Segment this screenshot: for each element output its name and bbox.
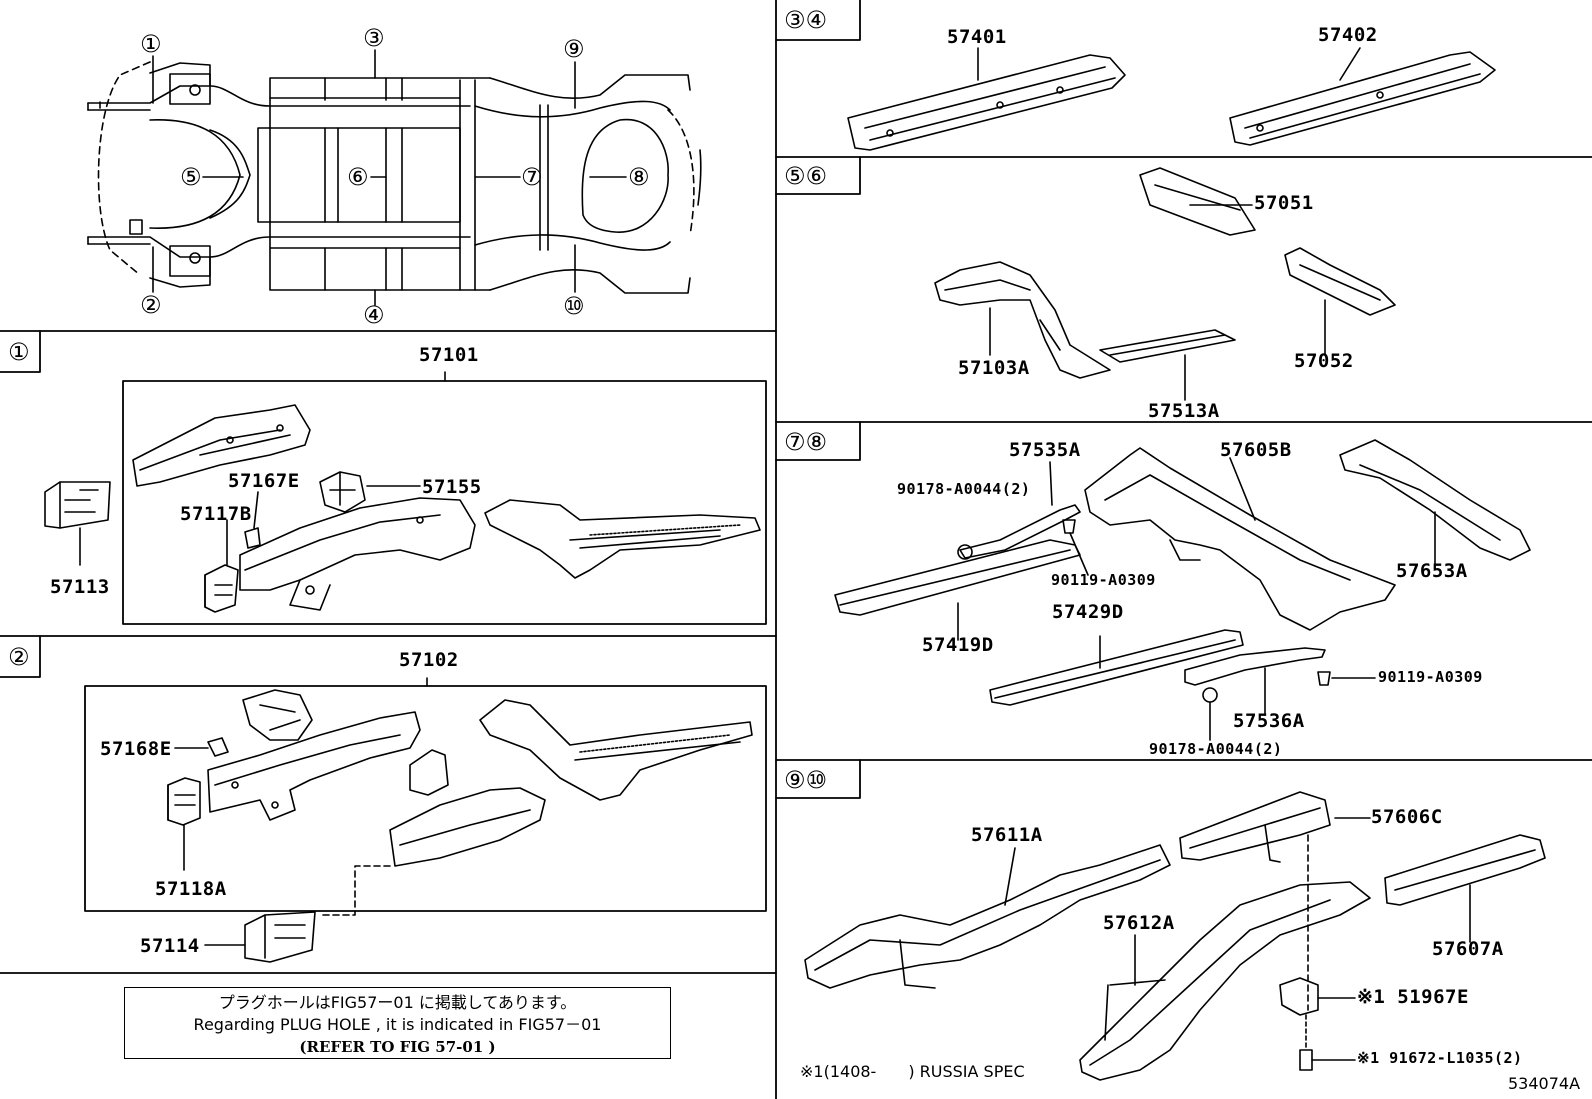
part-57117B[interactable]: 57117B [180, 503, 252, 525]
section-label-56: ⑤⑥ [784, 162, 828, 190]
notice-english: Regarding PLUG HOLE , it is indicated in… [193, 1015, 602, 1034]
marker-5: ⑤ [180, 163, 202, 191]
part-57536A[interactable]: 57536A [1233, 710, 1305, 732]
part-57653A[interactable]: 57653A [1396, 560, 1468, 582]
section-label-34: ③④ [784, 6, 828, 34]
section78-parts [834, 439, 1531, 741]
part-57419D[interactable]: 57419D [922, 634, 994, 656]
marker-9: ⑨ [563, 35, 585, 63]
part-90119-A0309-lower[interactable]: 90119-A0309 [1378, 668, 1483, 686]
section-label-78: ⑦⑧ [784, 428, 828, 456]
part-57513A[interactable]: 57513A [1148, 400, 1220, 422]
part-57103A[interactable]: 57103A [958, 357, 1030, 379]
part-90119-A0309-upper[interactable]: 90119-A0309 [1051, 571, 1156, 589]
plug-hole-notice: プラグホールはFIG57ー01 に掲載してあります。 Regarding PLU… [124, 987, 671, 1059]
part-91672-L1035[interactable]: ※1 91672-L1035(2) [1357, 1049, 1523, 1067]
marker-7: ⑦ [521, 163, 543, 191]
section34-parts [847, 47, 1496, 151]
notice-reference: (REFER TO FIG 57-01 ) [299, 1038, 496, 1056]
part-57429D[interactable]: 57429D [1052, 601, 1124, 623]
part-57114[interactable]: 57114 [140, 935, 200, 957]
marker-2: ② [140, 291, 162, 319]
part-57155[interactable]: 57155 [422, 476, 482, 498]
section56-parts [934, 167, 1396, 401]
part-57051[interactable]: 57051 [1254, 192, 1314, 214]
part-57118A[interactable]: 57118A [155, 878, 227, 900]
part-57605B[interactable]: 57605B [1220, 439, 1292, 461]
part-57102[interactable]: 57102 [399, 649, 459, 671]
section-label-910: ⑨⑩ [784, 766, 828, 794]
marker-6: ⑥ [347, 163, 369, 191]
part-57607A[interactable]: 57607A [1432, 938, 1504, 960]
section1-parts [44, 371, 761, 613]
part-57113[interactable]: 57113 [50, 576, 110, 598]
part-57612A[interactable]: 57612A [1103, 912, 1175, 934]
marker-4: ④ [363, 301, 385, 329]
notice-japanese: プラグホールはFIG57ー01 に掲載してあります。 [218, 993, 577, 1012]
marker-10: ⑩ [563, 292, 585, 320]
section-label-1: ① [8, 338, 30, 366]
part-57402[interactable]: 57402 [1318, 24, 1378, 46]
russia-spec-footnote: ※1(1408- ) RUSSIA SPEC [800, 1062, 1025, 1081]
part-57606C[interactable]: 57606C [1371, 806, 1443, 828]
part-57101[interactable]: 57101 [419, 344, 479, 366]
underbody-overview [87, 49, 702, 306]
part-57167E[interactable]: 57167E [228, 470, 300, 492]
part-57611A[interactable]: 57611A [971, 824, 1043, 846]
marker-3: ③ [363, 24, 385, 52]
section910-parts [804, 791, 1546, 1081]
part-90178-A0044-upper[interactable]: 90178-A0044(2) [897, 480, 1031, 498]
figure-id: 534074A [1508, 1074, 1581, 1093]
part-57052[interactable]: 57052 [1294, 350, 1354, 372]
marker-1: ① [140, 30, 162, 58]
part-90178-A0044-lower[interactable]: 90178-A0044(2) [1149, 740, 1283, 758]
part-57401[interactable]: 57401 [947, 26, 1007, 48]
part-51967E[interactable]: ※1 51967E [1357, 986, 1469, 1008]
part-57168E[interactable]: 57168E [100, 738, 172, 760]
marker-8: ⑧ [628, 163, 650, 191]
part-57535A[interactable]: 57535A [1009, 439, 1081, 461]
section2-parts [167, 677, 753, 963]
section-label-2: ② [8, 643, 30, 671]
